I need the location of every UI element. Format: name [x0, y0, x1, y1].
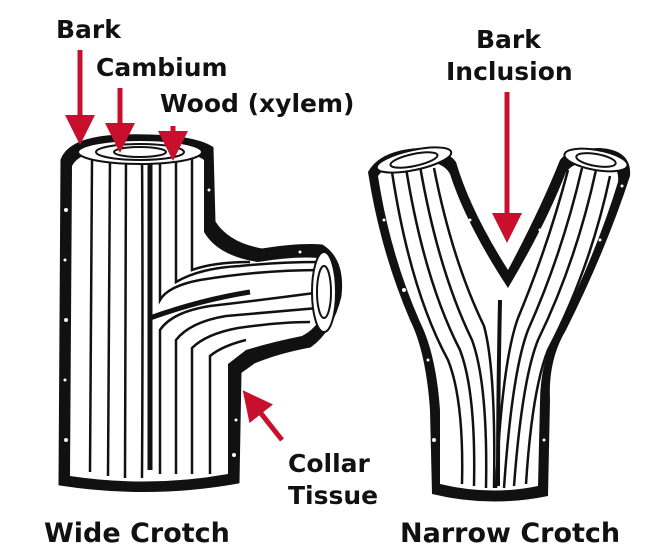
- narrow-crotch-right-rings: [563, 147, 629, 173]
- bark-label: Bark: [56, 15, 122, 44]
- wood-label: Wood (xylem): [160, 89, 354, 118]
- wide-crotch-wood: [70, 147, 329, 482]
- bark-inclusion-seam: [496, 299, 502, 487]
- narrow-crotch-left-rings: [375, 146, 453, 174]
- narrow-crotch-illustration: [368, 146, 631, 502]
- narrow-crotch-left-grain: [390, 165, 496, 489]
- wide-crotch-seam: [147, 154, 251, 470]
- bark-inclusion-label-line2: Inclusion: [446, 57, 573, 86]
- narrow-crotch-caption: Narrow Crotch: [400, 518, 620, 549]
- collar-tissue-arrow: [242, 390, 284, 442]
- collar-label-line1: Collar: [288, 449, 371, 478]
- narrow-crotch-bark-texture: [382, 184, 624, 442]
- wide-crotch-trunk-grain: [88, 151, 144, 479]
- narrow-crotch-right-grain: [494, 167, 612, 489]
- wide-crotch-bark-texture: [63, 188, 332, 457]
- wide-crotch-caption: Wide Crotch: [44, 518, 230, 549]
- wide-crotch-branch-rings: [311, 251, 337, 333]
- wide-crotch-top-rings: [77, 139, 203, 165]
- cambium-label: Cambium: [96, 53, 228, 82]
- wide-crotch-illustration: [58, 134, 343, 492]
- collar-label-line2: Tissue: [288, 481, 378, 510]
- wide-crotch-branch-grain: [158, 154, 323, 474]
- annotation-arrows: [65, 50, 522, 442]
- bark-inclusion-label-line1: Bark: [476, 25, 542, 54]
